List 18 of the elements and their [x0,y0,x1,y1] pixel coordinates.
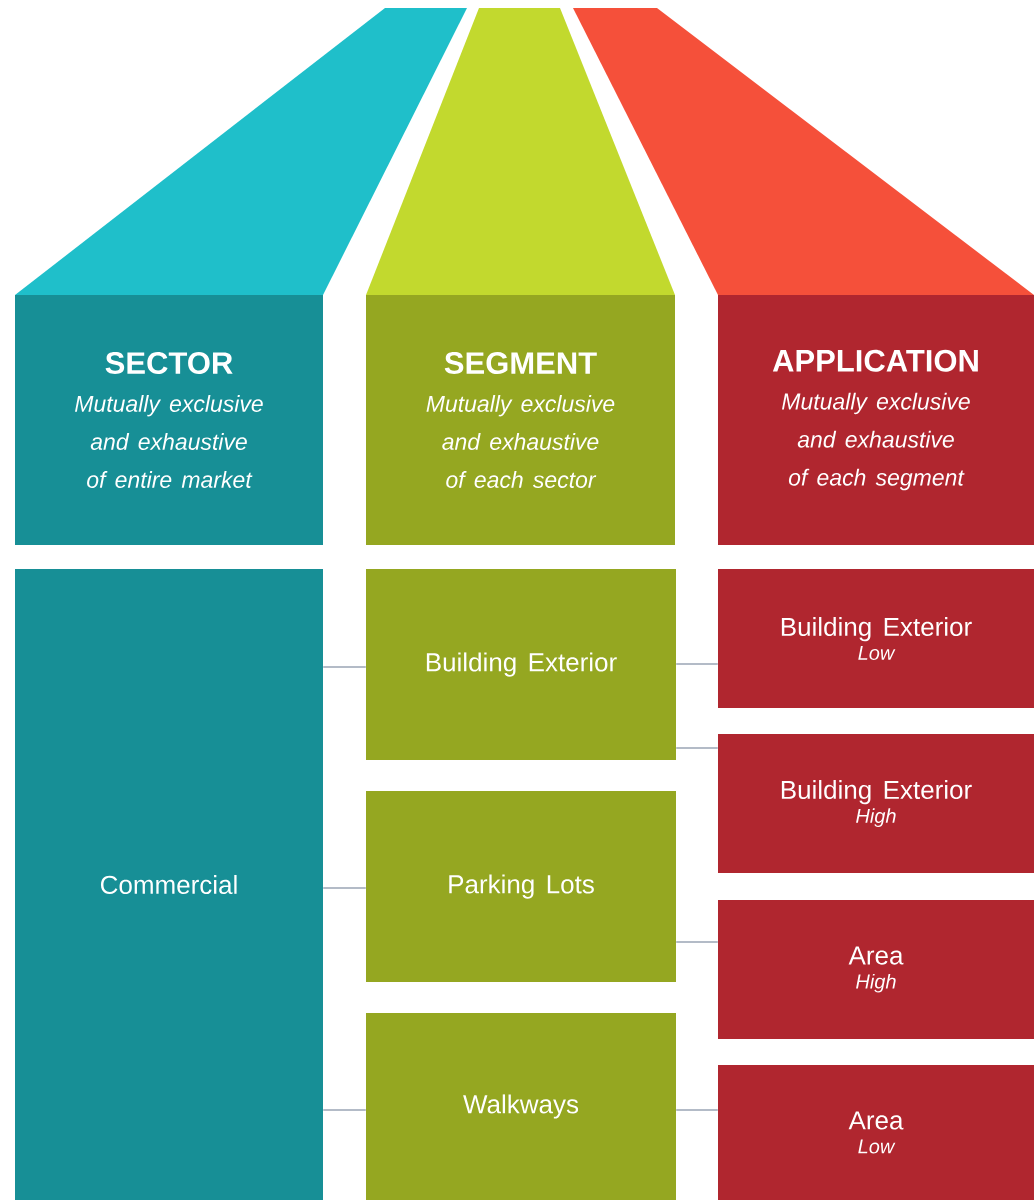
connector-line [675,1109,719,1111]
category-box: Building Exterior Low [718,569,1034,708]
connector-line [322,666,367,668]
connector-line [675,663,719,665]
category-box: Commercial [15,569,323,1200]
connector-line [322,1109,367,1111]
header-box: SECTOR Mutually exclusive and exhaustive of entire market [15,295,323,545]
category-box: Area Low [718,1065,1034,1200]
connector-line [322,887,367,889]
connector-line [675,941,719,943]
category-box: Building Exterior [366,569,676,760]
category-box: Walkways [366,1013,676,1200]
connector-line [675,747,719,749]
category-box: Area High [718,900,1034,1039]
category-box: Building Exterior High [718,734,1034,873]
header-box: APPLICATION Mutually exclusive and exhaustive of each segment [718,295,1034,545]
category-box: Parking Lots [366,791,676,982]
header-box: SEGMENT Mutually exclusive and exhaustive of each sector [366,295,675,545]
